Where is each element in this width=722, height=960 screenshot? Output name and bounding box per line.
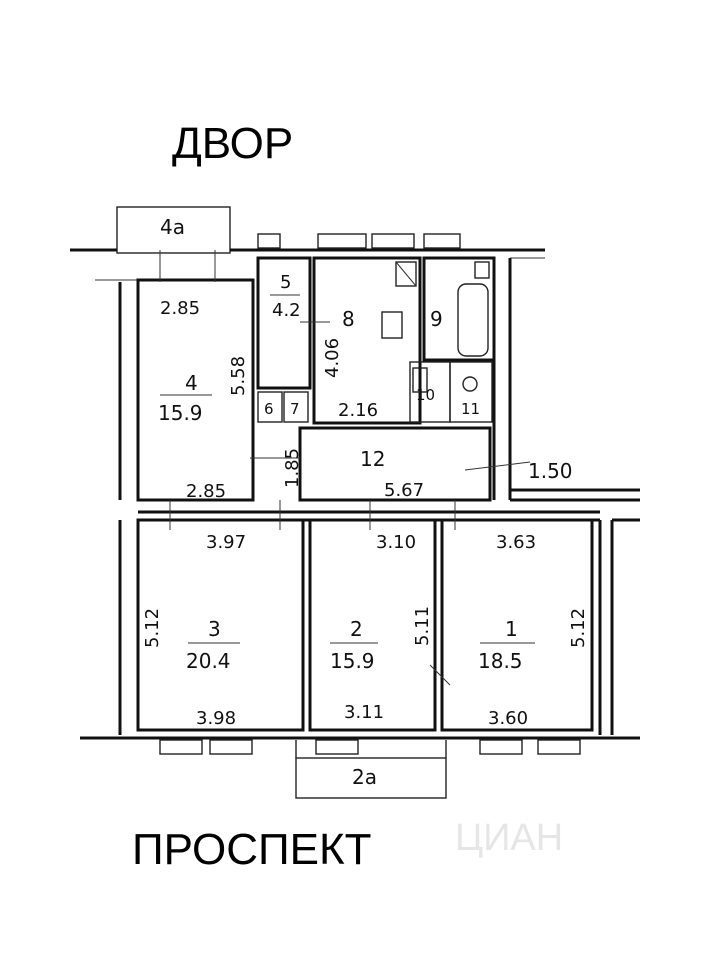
door-ticks	[169, 500, 456, 530]
room-11-number: 11	[461, 400, 480, 418]
window-top-2	[317, 233, 367, 249]
dimension-lines	[159, 250, 531, 686]
room-2-walls	[308, 518, 437, 732]
dim-r3-side: 5.12	[142, 608, 163, 648]
dim-r2-bottom: 3.11	[344, 702, 384, 723]
balcony-4a	[116, 206, 231, 254]
balcony-2a	[295, 757, 447, 799]
balcony-2a-brackets	[295, 740, 447, 758]
window-bottom-1	[159, 739, 203, 755]
dim-r12-bottom: 5.67	[384, 480, 424, 501]
room-7-number: 7	[290, 400, 300, 418]
stove-icon	[395, 261, 417, 287]
room-5-area: 4.2	[272, 300, 301, 321]
room-4-walls	[136, 278, 255, 502]
window-bottom-2	[209, 739, 253, 755]
room-2-area: 15.9	[330, 649, 375, 673]
dim-r2-side: 5.11	[412, 606, 433, 646]
washbasin-icon	[412, 367, 428, 393]
window-bottom-5	[537, 739, 581, 755]
room-7-walls	[283, 391, 309, 423]
room-11-walls	[449, 361, 493, 423]
room-4a-number: 4a	[160, 215, 185, 239]
room-1-walls	[440, 518, 594, 732]
courtyard-label: ДВОР	[172, 119, 293, 168]
fixtures	[381, 261, 490, 393]
room-2-door-arc	[429, 664, 451, 686]
dim-r1-side: 5.12	[568, 608, 589, 648]
facade-inner-line	[95, 257, 545, 281]
windows	[159, 233, 581, 755]
water-heater-icon	[474, 261, 490, 279]
dim-r12-right: 1.50	[528, 459, 573, 483]
room-9-number: 9	[430, 307, 443, 331]
room-1-area: 18.5	[478, 649, 523, 673]
dim-r1-bottom: 3.60	[488, 708, 528, 729]
dim-r8-bottom: 2.16	[338, 400, 378, 421]
dim-r4-bottom: 2.85	[186, 481, 226, 502]
room-8-number: 8	[342, 307, 355, 331]
room-2-number: 2	[350, 617, 363, 641]
window-top-4	[423, 233, 461, 249]
watermark: ЦИАН	[455, 817, 563, 859]
dim-r8-side: 4.06	[322, 338, 343, 378]
bathtub-icon	[457, 283, 489, 357]
dim-r4-top: 2.85	[160, 298, 200, 319]
window-bottom-3	[315, 739, 359, 755]
dim-r1-top: 3.63	[496, 532, 536, 553]
room-10-number: 10	[416, 386, 435, 404]
room-4-number: 4	[185, 371, 198, 395]
room-12-number: 12	[360, 447, 385, 471]
kitchen-sink-icon	[381, 311, 403, 339]
dim-r12-side: 1.85	[282, 448, 303, 488]
right-partition-wall	[492, 258, 640, 502]
room-6-number: 6	[264, 400, 274, 418]
window-top-3	[371, 233, 415, 249]
door-4-ticks	[159, 250, 216, 282]
leader-1-50	[464, 461, 531, 471]
dim-r2-top: 3.10	[376, 532, 416, 553]
window-top-1	[257, 233, 281, 249]
room-1-number: 1	[505, 617, 518, 641]
room-3-number: 3	[208, 617, 221, 641]
room-4-area: 15.9	[158, 401, 203, 425]
avenue-label: ПРОСПЕКТ	[132, 825, 372, 874]
room-8-walls	[312, 256, 422, 425]
walls	[70, 206, 640, 799]
right-outer-wall	[598, 518, 640, 735]
room-2a-number: 2a	[352, 765, 377, 789]
dim-r3-top: 3.97	[206, 532, 246, 553]
room-3-walls	[136, 518, 305, 732]
toilet-icon	[462, 376, 478, 392]
room-12-walls	[298, 426, 492, 502]
room-6-walls	[257, 391, 283, 423]
window-bottom-4	[479, 739, 523, 755]
room-5-number: 5	[280, 272, 291, 293]
room-5-walls	[256, 256, 312, 390]
stove-diagonal	[395, 261, 417, 287]
room-3-area: 20.4	[186, 649, 231, 673]
dim-r4-side: 5.58	[228, 356, 249, 396]
dim-r3-bottom: 3.98	[196, 708, 236, 729]
